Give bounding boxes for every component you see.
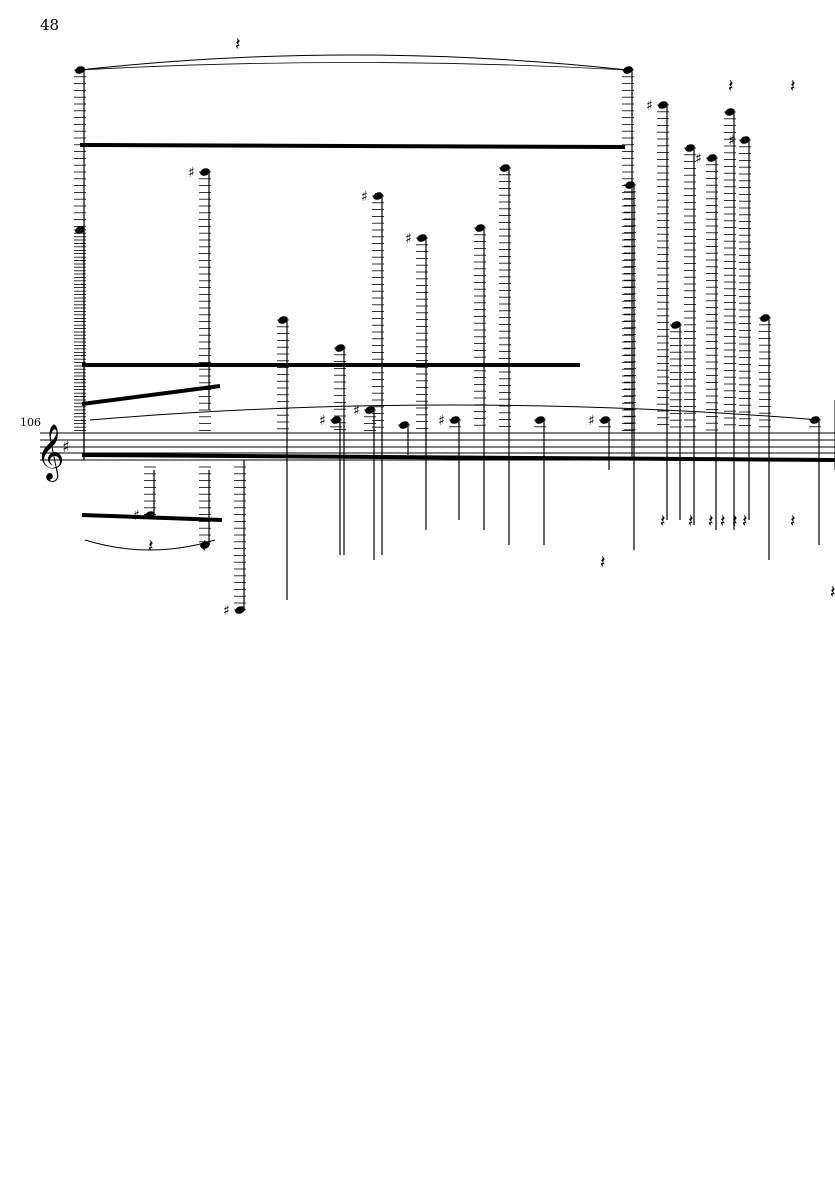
- beam: [81, 384, 221, 406]
- key-signature-sharp: ♯: [62, 437, 70, 456]
- quarter-rest-icon: 𝄽: [790, 511, 796, 532]
- quarter-rest-icon: 𝄽: [688, 511, 694, 532]
- sharp-accidental-icon: ♯: [438, 413, 445, 429]
- note-head: [450, 416, 460, 424]
- note-head: [625, 181, 635, 189]
- quarter-rest-icon: 𝄽: [148, 536, 154, 557]
- note-head: [671, 321, 681, 329]
- note-head: [475, 224, 485, 232]
- slur: [84, 539, 216, 551]
- note-head: [658, 101, 668, 109]
- beam: [79, 143, 626, 149]
- quarter-rest-icon: 𝄽: [742, 511, 748, 532]
- note-head: [373, 192, 383, 200]
- note-head: [331, 416, 341, 424]
- page-number: 48: [40, 16, 60, 34]
- sharp-accidental-icon: ♯: [223, 603, 230, 619]
- note-head: [335, 344, 345, 352]
- quarter-rest-icon: 𝄽: [235, 34, 241, 55]
- note-head: [500, 164, 510, 172]
- quarter-rest-icon: 𝄽: [732, 511, 738, 532]
- note-head: [535, 416, 545, 424]
- slur: [89, 404, 821, 421]
- notation-marks: ♯♯♯♯♯♯♯♯♯♯♯♯𝄽𝄽𝄽𝄽𝄽𝄽𝄽𝄽𝄽𝄽𝄽𝄽𝄽𝄽: [74, 34, 835, 619]
- note-head: [685, 144, 695, 152]
- quarter-rest-icon: 𝄽: [728, 76, 734, 97]
- quarter-rest-icon: 𝄽: [830, 582, 835, 603]
- note-head: [417, 234, 427, 242]
- sharp-accidental-icon: ♯: [405, 231, 412, 247]
- sharp-accidental-icon: ♯: [319, 413, 326, 429]
- quarter-rest-icon: 𝄽: [600, 552, 606, 573]
- note-head: [725, 108, 735, 116]
- measure-number: 106: [20, 416, 41, 429]
- quarter-rest-icon: 𝄽: [720, 511, 726, 532]
- note-head: [399, 421, 409, 429]
- sharp-accidental-icon: ♯: [646, 98, 653, 114]
- note-head: [760, 314, 770, 322]
- slur: [79, 62, 629, 71]
- note-head: [75, 226, 85, 234]
- quarter-rest-icon: 𝄽: [790, 76, 796, 97]
- quarter-rest-icon: 𝄽: [660, 511, 666, 532]
- sharp-accidental-icon: ♯: [695, 151, 702, 167]
- note-head: [600, 416, 610, 424]
- sharp-accidental-icon: ♯: [361, 189, 368, 205]
- sharp-accidental-icon: ♯: [588, 413, 595, 429]
- sharp-accidental-icon: ♯: [728, 133, 735, 149]
- slur: [79, 54, 629, 71]
- quarter-rest-icon: 𝄽: [202, 536, 208, 557]
- beam: [81, 513, 223, 522]
- sharp-accidental-icon: ♯: [353, 403, 360, 419]
- staff: 𝄞♯: [36, 424, 835, 482]
- beam: [81, 453, 835, 462]
- sharp-accidental-icon: ♯: [188, 165, 195, 181]
- note-head: [740, 136, 750, 144]
- note-head: [235, 606, 245, 614]
- quarter-rest-icon: 𝄽: [708, 511, 714, 532]
- note-head: [200, 168, 210, 176]
- note-head: [707, 154, 717, 162]
- note-head: [278, 316, 288, 324]
- treble-clef-icon: 𝄞: [36, 424, 64, 482]
- note-head: [365, 406, 375, 414]
